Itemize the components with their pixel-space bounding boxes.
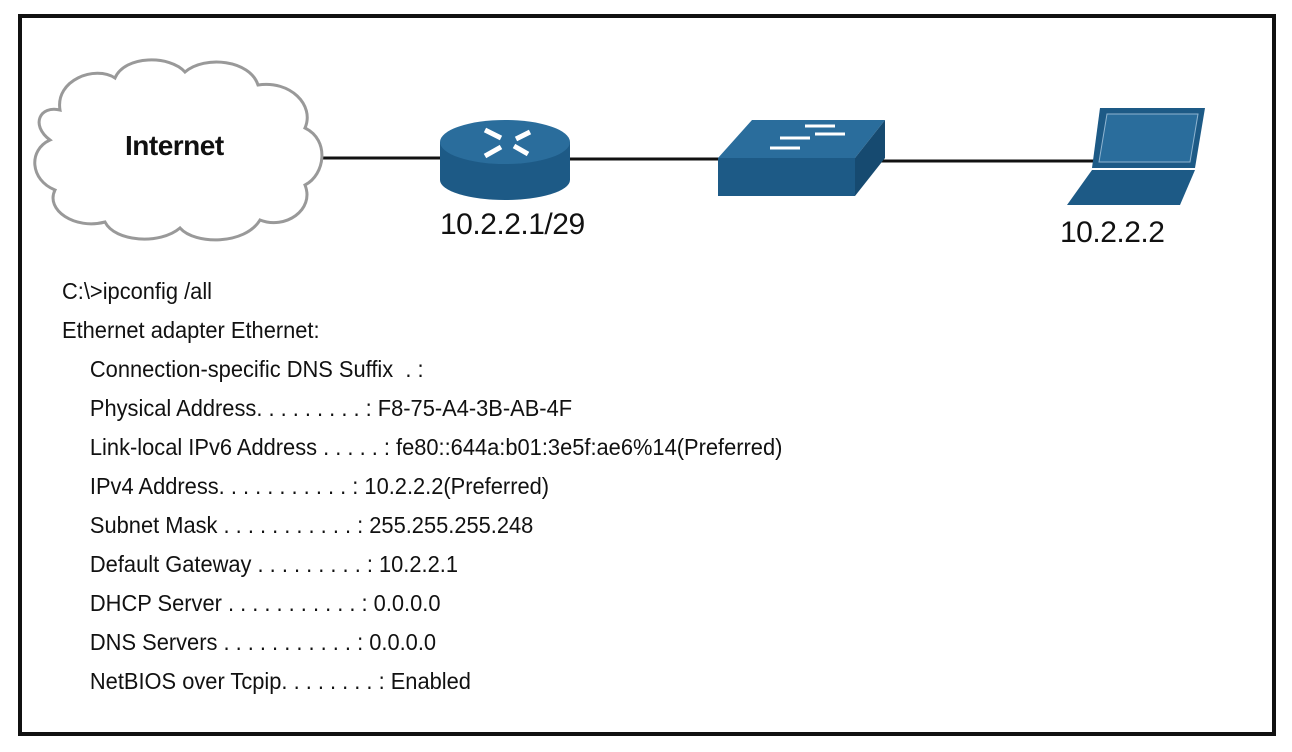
- config-label: Link-local IPv6 Address . . . . . :: [89, 434, 397, 460]
- network-topology: [33, 58, 1205, 242]
- config-value: fe80::644a:b01:3e5f:ae6%14(Preferred): [396, 434, 783, 460]
- diagram-frame: [18, 14, 1276, 736]
- config-label: Connection-specific DNS Suffix . :: [89, 356, 424, 382]
- config-label: Default Gateway . . . . . . . . . :: [89, 551, 379, 577]
- ipconfig-output: C:\>ipconfig /all Ethernet adapter Ether…: [62, 272, 782, 701]
- config-line: DHCP Server . . . . . . . . . . . : 0.0.…: [62, 584, 782, 623]
- config-label: DNS Servers . . . . . . . . . . . :: [89, 629, 370, 655]
- config-line: Physical Address. . . . . . . . . : F8-7…: [62, 389, 782, 428]
- config-value: Enabled: [390, 668, 471, 694]
- config-value: 255.255.255.248: [369, 512, 534, 538]
- config-line: Connection-specific DNS Suffix . :: [62, 350, 782, 389]
- config-label: Physical Address. . . . . . . . . :: [89, 395, 378, 421]
- config-value: 10.2.2.1: [378, 551, 458, 577]
- config-label: IPv4 Address. . . . . . . . . . . :: [89, 473, 365, 499]
- cloud-icon: [33, 58, 324, 242]
- config-value: 0.0.0.0: [369, 629, 437, 655]
- config-value: 0.0.0.0: [373, 590, 441, 616]
- config-line: IPv4 Address. . . . . . . . . . . : 10.2…: [62, 467, 782, 506]
- config-label: NetBIOS over Tcpip. . . . . . . . :: [89, 668, 391, 694]
- laptop-ip-label: 10.2.2.2: [1060, 216, 1165, 249]
- config-label: DHCP Server . . . . . . . . . . . :: [89, 590, 374, 616]
- internet-label: Internet: [125, 130, 224, 161]
- config-line: Subnet Mask . . . . . . . . . . . : 255.…: [62, 506, 782, 545]
- router-ip-label: 10.2.2.1/29: [440, 208, 585, 241]
- config-value: 10.2.2.2(Preferred): [364, 473, 550, 499]
- config-line: NetBIOS over Tcpip. . . . . . . . : Enab…: [62, 662, 782, 701]
- command-line: C:\>ipconfig /all: [62, 278, 213, 304]
- config-line: DNS Servers . . . . . . . . . . . : 0.0.…: [62, 623, 782, 662]
- laptop-icon: [1067, 108, 1205, 205]
- config-line: Link-local IPv6 Address . . . . . : fe80…: [62, 428, 782, 467]
- config-line: Default Gateway . . . . . . . . . : 10.2…: [62, 545, 782, 584]
- adapter-heading: Ethernet adapter Ethernet:: [62, 317, 320, 343]
- router-icon: [440, 120, 570, 200]
- switch-icon: [718, 120, 885, 196]
- config-label: Subnet Mask . . . . . . . . . . . :: [89, 512, 370, 538]
- config-value: F8-75-A4-3B-AB-4F: [377, 395, 573, 421]
